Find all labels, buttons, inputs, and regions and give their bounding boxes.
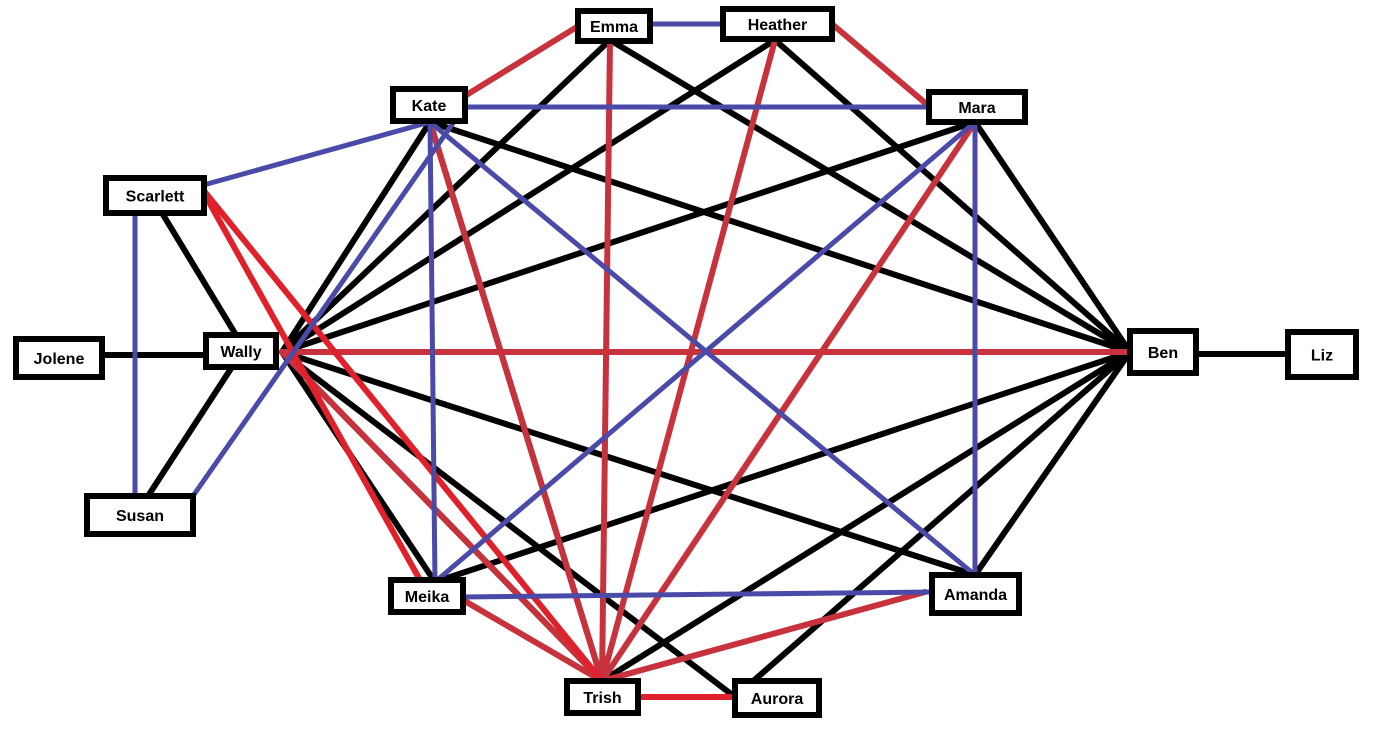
node-wally: Wally <box>203 332 279 370</box>
edge-wally-susan <box>145 364 235 499</box>
node-label-aurora: Aurora <box>751 691 804 708</box>
node-box-mara <box>926 89 1028 125</box>
edge-heather-trish <box>599 37 778 684</box>
node-box-amanda <box>929 572 1022 616</box>
edge-kate-scarlett <box>197 119 433 189</box>
edge-kate-ben <box>427 119 1133 355</box>
node-box-susan <box>84 493 196 537</box>
node-label-liz: Liz <box>1311 348 1333 365</box>
edge-scarlett-meika <box>197 183 423 583</box>
node-meika: Meika <box>388 577 466 615</box>
node-jolene: Jolene <box>13 336 105 380</box>
edges-layer <box>99 21 1291 700</box>
node-box-scarlett <box>103 175 207 216</box>
node-scarlett: Scarlett <box>103 175 207 216</box>
edge-heather-ben <box>772 37 1133 355</box>
edge-amanda-ben <box>972 349 1133 578</box>
node-box-trish <box>564 678 641 716</box>
edge-scarlett-wally <box>159 210 239 338</box>
node-emma: Emma <box>575 8 653 44</box>
node-susan: Susan <box>84 493 196 537</box>
node-aurora: Aurora <box>732 678 822 718</box>
node-label-meika: Meika <box>405 589 450 606</box>
node-label-jolene: Jolene <box>34 351 85 368</box>
edge-trish-ben <box>599 349 1133 684</box>
node-trish: Trish <box>564 678 641 716</box>
edge-meika-trish <box>460 597 605 684</box>
node-label-heather: Heather <box>748 17 808 34</box>
edge-mara-trish <box>599 119 978 684</box>
edge-wally-amanda <box>279 349 978 578</box>
edge-meika-ben <box>432 349 1133 585</box>
edge-kate-emma <box>452 22 583 105</box>
edge-kate-susan <box>190 113 461 499</box>
node-box-kate <box>390 86 468 124</box>
edge-wally-trish <box>279 349 605 684</box>
node-heather: Heather <box>720 6 835 42</box>
node-liz: Liz <box>1285 329 1359 380</box>
edge-kate-trish <box>427 119 605 684</box>
node-kate: Kate <box>390 86 468 124</box>
edge-mara-meika <box>432 119 978 585</box>
edge-amanda-trish <box>599 589 928 684</box>
node-box-heather <box>720 6 835 42</box>
edge-mara-ben <box>972 119 1133 355</box>
node-label-mara: Mara <box>958 100 995 117</box>
node-label-susan: Susan <box>116 508 164 525</box>
node-ben: Ben <box>1127 328 1199 376</box>
node-box-jolene <box>13 336 105 380</box>
node-box-wally <box>203 332 279 370</box>
node-box-aurora <box>732 678 822 718</box>
edge-emma-ben <box>607 37 1133 355</box>
node-box-liz <box>1285 329 1359 380</box>
edge-wally-emma <box>279 37 613 355</box>
node-label-amanda: Amanda <box>944 587 1007 604</box>
node-box-ben <box>1127 328 1199 376</box>
edge-wally-aurora <box>279 349 738 700</box>
edge-meika-amanda <box>460 589 935 600</box>
edge-wally-mara <box>279 119 978 355</box>
node-box-meika <box>388 577 466 615</box>
edge-heather-mara <box>829 21 933 110</box>
node-label-scarlett: Scarlett <box>126 189 185 206</box>
node-label-trish: Trish <box>583 690 621 707</box>
node-mara: Mara <box>926 89 1028 125</box>
node-amanda: Amanda <box>929 572 1022 616</box>
node-label-wally: Wally <box>220 344 261 361</box>
node-box-emma <box>575 8 653 44</box>
node-label-kate: Kate <box>412 98 447 115</box>
edge-aurora-ben <box>732 349 1133 700</box>
node-label-ben: Ben <box>1148 345 1178 362</box>
edge-kate-amanda <box>427 119 978 578</box>
node-label-emma: Emma <box>590 19 638 36</box>
edge-kate-meika <box>427 119 438 585</box>
edge-emma-trish <box>599 37 613 684</box>
